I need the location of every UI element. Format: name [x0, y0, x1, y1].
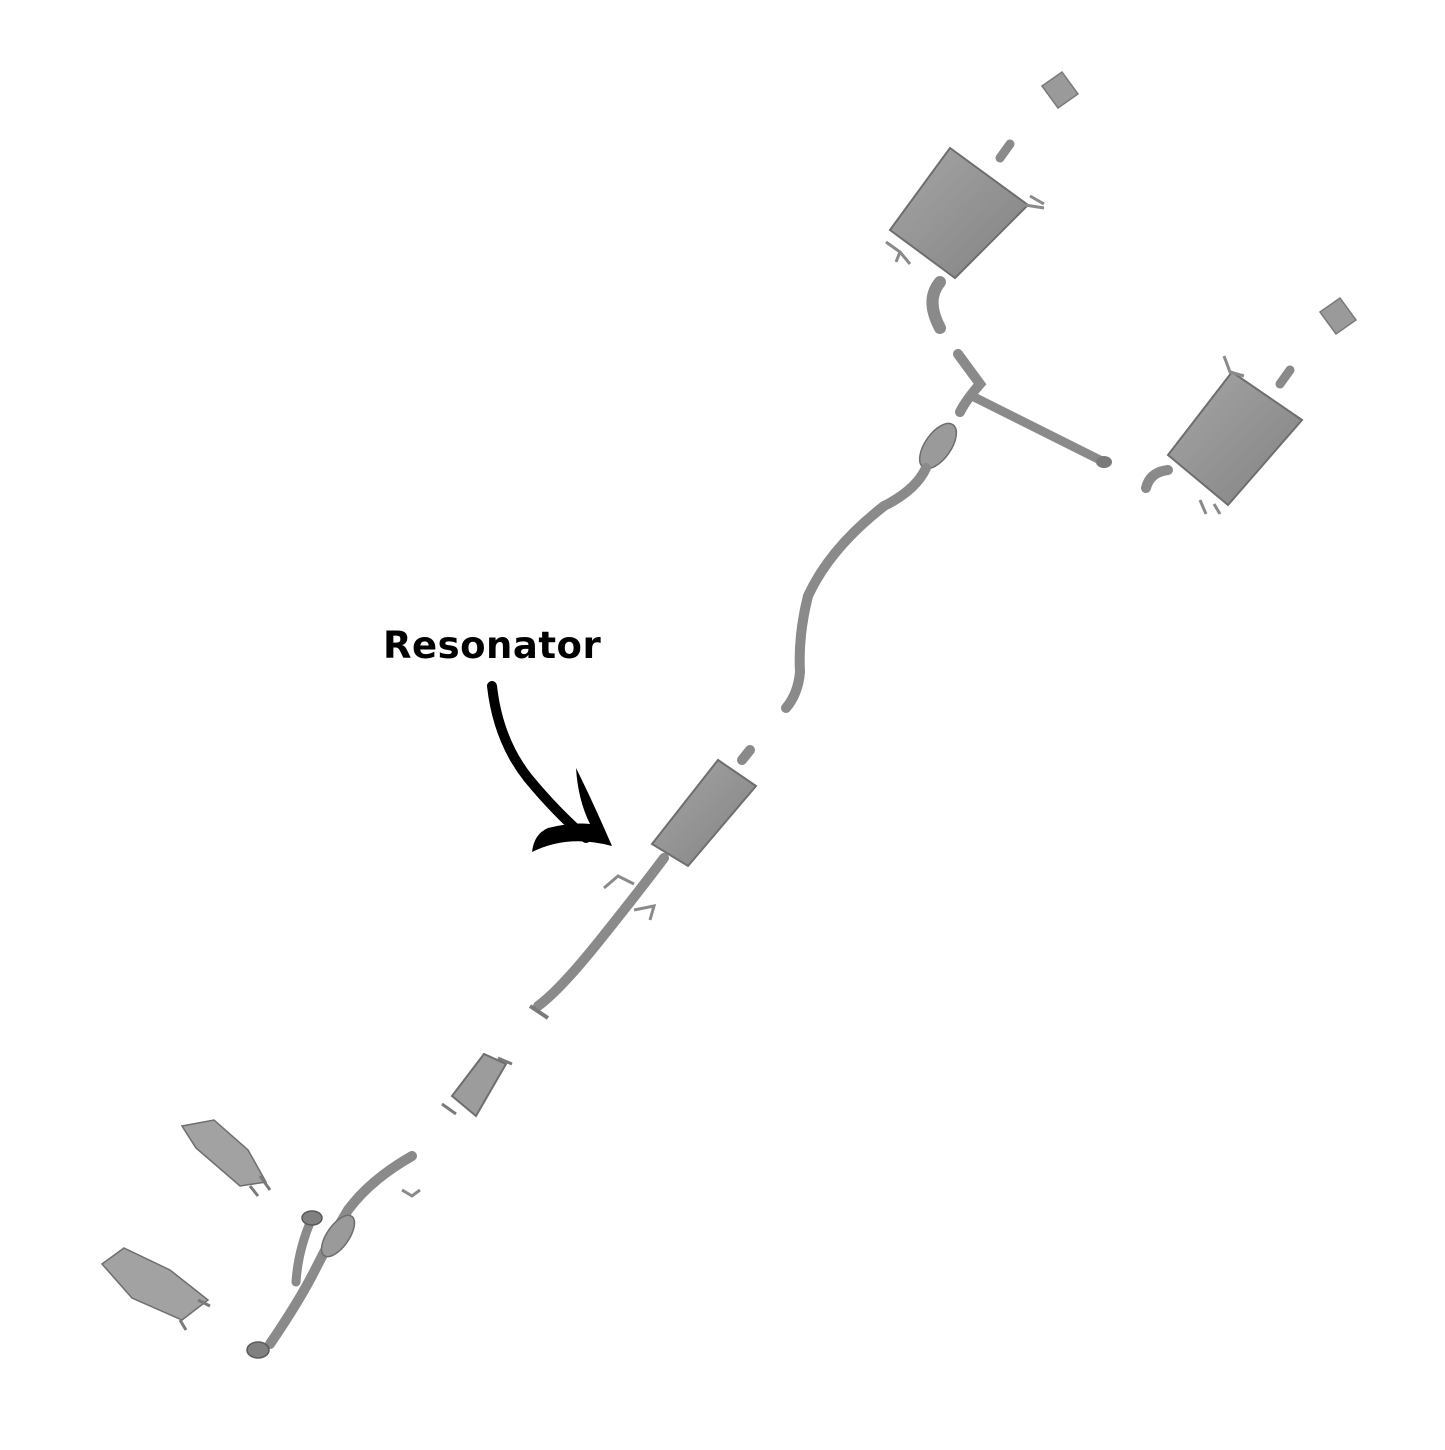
rear-muffler-right: [1141, 355, 1304, 515]
y-pipe-assembly: [781, 349, 1112, 713]
exhaust-manifold-upper: [180, 1119, 272, 1197]
resonator: [650, 745, 758, 868]
exhaust-manifold-lower: [100, 1247, 211, 1331]
catalytic-converter: [441, 1052, 513, 1118]
intermediate-pipe: [528, 853, 669, 1020]
callout-label: Resonator: [383, 624, 602, 667]
exhaust-tip-left: [1040, 70, 1080, 110]
callout-arrow: [487, 681, 612, 852]
exhaust-tip-right: [1318, 296, 1358, 336]
front-pipe: [246, 1151, 421, 1359]
rear-muffler-left: [885, 139, 1045, 334]
